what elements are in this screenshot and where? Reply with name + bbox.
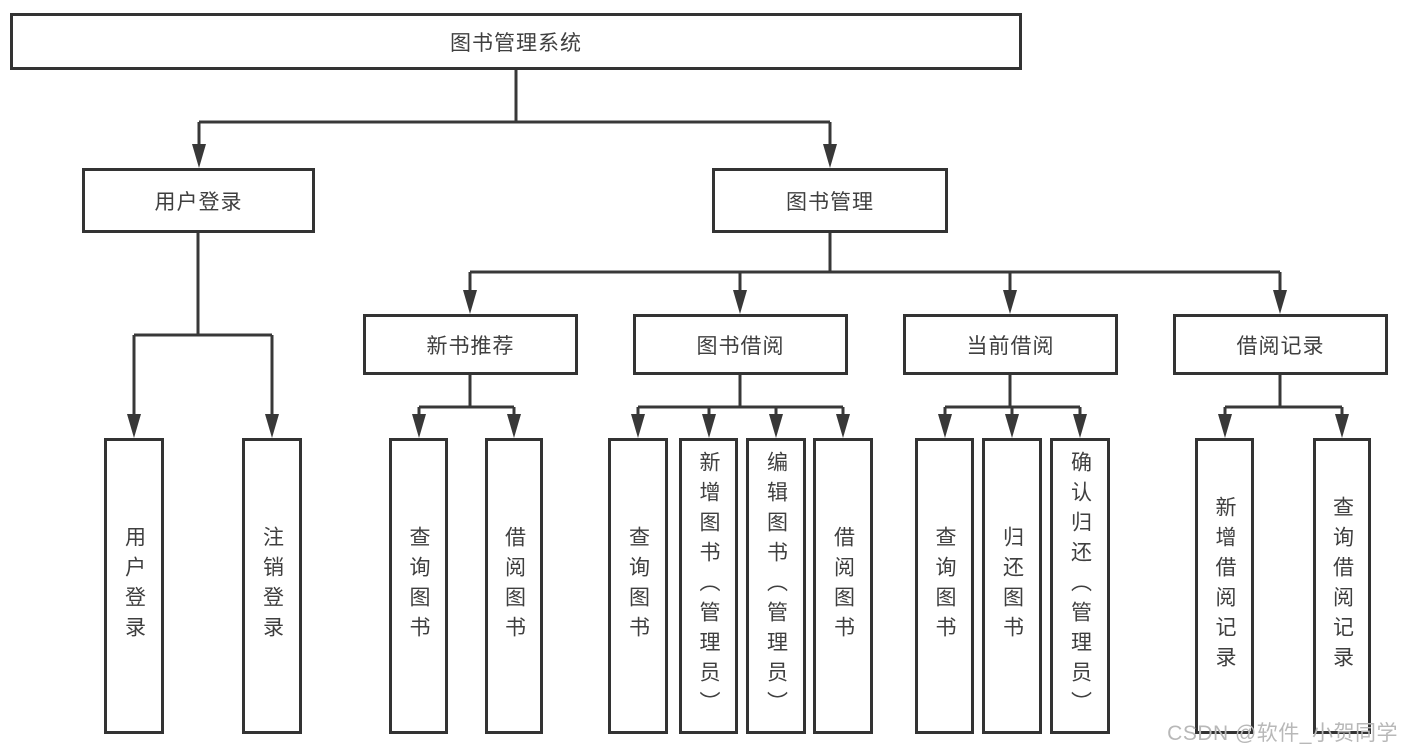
leaf-label: 注销登录	[260, 526, 284, 646]
leaf-query-books-recommend: 查询图书	[389, 438, 448, 734]
node-current-borrow: 当前借阅	[903, 314, 1118, 375]
leaf-logout: 注销登录	[242, 438, 302, 734]
node-label: 图书借阅	[696, 334, 785, 358]
node-label: 新书推荐	[426, 334, 515, 358]
leaf-query-books-current: 查询图书	[915, 438, 974, 734]
leaf-query-books-borrow: 查询图书	[608, 438, 668, 734]
leaf-confirm-return-admin: 确认归还（管理员）	[1050, 438, 1110, 734]
leaf-label: 查询借阅记录	[1330, 496, 1354, 676]
leaf-label: 归还图书	[1000, 526, 1024, 646]
leaf-label: 编辑图书（管理员）	[764, 451, 788, 721]
leaf-label: 新增借阅记录	[1213, 496, 1236, 676]
leaf-return-books: 归还图书	[982, 438, 1042, 734]
leaf-label: 查询图书	[407, 526, 430, 646]
leaf-label: 借阅图书	[502, 526, 526, 646]
arrowheads	[127, 144, 1349, 438]
leaf-edit-books-admin: 编辑图书（管理员）	[746, 438, 806, 734]
node-book-borrow: 图书借阅	[633, 314, 848, 375]
leaf-add-books-admin: 新增图书（管理员）	[679, 438, 738, 734]
leaf-borrow-books: 借阅图书	[813, 438, 873, 734]
leaf-label: 确认归还（管理员）	[1068, 451, 1092, 721]
node-label: 用户登录	[154, 190, 243, 214]
leaf-label: 查询图书	[933, 526, 956, 646]
node-user-login: 用户登录	[82, 168, 315, 233]
leaf-borrow-books-recommend: 借阅图书	[485, 438, 543, 734]
node-label: 图书管理	[786, 190, 874, 214]
node-new-book-recommend: 新书推荐	[363, 314, 578, 375]
leaf-label: 新增图书（管理员）	[697, 451, 720, 721]
node-root-system: 图书管理系统	[10, 13, 1022, 70]
node-label: 图书管理系统	[450, 31, 582, 55]
leaf-user-login: 用户登录	[104, 438, 164, 734]
node-label: 借阅记录	[1236, 334, 1325, 358]
node-book-management: 图书管理	[712, 168, 948, 233]
node-borrow-records: 借阅记录	[1173, 314, 1388, 375]
leaf-label: 用户登录	[122, 526, 146, 646]
leaf-label: 查询图书	[626, 526, 650, 646]
leaf-label: 借阅图书	[831, 526, 855, 646]
csdn-watermark: CSDN @软件_小贺同学	[1167, 722, 1398, 745]
leaf-query-borrow-record: 查询借阅记录	[1313, 438, 1371, 734]
node-label: 当前借阅	[966, 334, 1055, 358]
leaf-add-borrow-record: 新增借阅记录	[1195, 438, 1254, 734]
